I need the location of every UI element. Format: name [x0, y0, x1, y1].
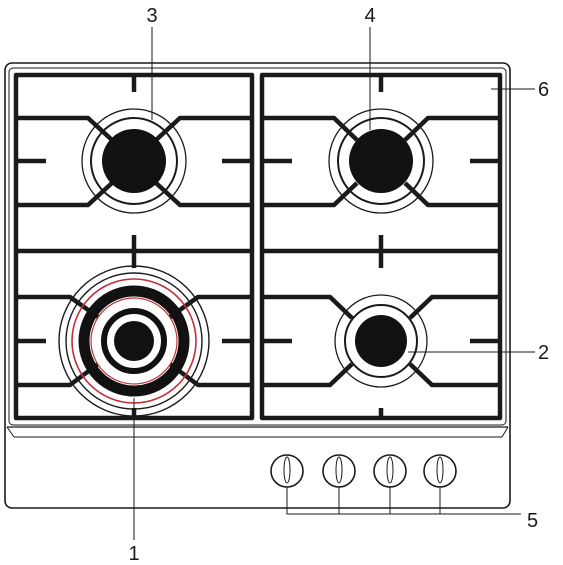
burner-1-inner-ring — [101, 308, 167, 374]
burner-2-mid-ring — [344, 304, 418, 378]
burner-4-outer-ring — [328, 108, 434, 214]
burner-2 — [334, 294, 428, 388]
control-knob-4[interactable] — [423, 454, 457, 488]
burner-4-cap — [349, 129, 413, 193]
pan-support-left — [13, 72, 255, 421]
burner-3-mid-ring — [90, 117, 178, 205]
left-grid-frame — [13, 72, 255, 421]
burner-2-cap — [355, 315, 407, 367]
control-panel-side-left — [6, 426, 15, 438]
left-grid-bar-3 — [16, 181, 114, 208]
right-grid-bar-2 — [403, 115, 500, 142]
callout-labels: 3 4 6 2 5 1 — [128, 5, 549, 565]
right-grid-frame — [259, 72, 503, 421]
hob-inner-frame — [8, 67, 507, 426]
control-knobs — [270, 454, 457, 488]
knob-4-grip — [436, 456, 444, 484]
burner-1-wok — [58, 265, 210, 417]
hob-outer-frame — [4, 62, 511, 509]
control-panel — [6, 426, 509, 438]
left-grid-bar-2 — [154, 115, 252, 142]
control-panel-side-right — [501, 426, 509, 438]
left-grid-bar-4 — [154, 181, 252, 208]
knob-3-grip — [386, 456, 394, 484]
right-grid-bar-4 — [403, 181, 500, 208]
knob-2-body — [322, 454, 356, 488]
burner-4 — [328, 108, 434, 214]
right-grid-bar-3 — [262, 181, 359, 208]
hob-body — [4, 62, 511, 509]
burner-3 — [81, 108, 187, 214]
callout-6: 6 — [538, 79, 549, 101]
burner-2-outer-ring — [334, 294, 428, 388]
right-grid-bar-7 — [408, 294, 500, 320]
control-knob-1[interactable] — [270, 454, 304, 488]
callout-2: 2 — [538, 342, 549, 364]
knob-1-grip — [283, 456, 291, 484]
callout-1: 1 — [128, 543, 139, 565]
right-grid-bar-8 — [262, 362, 354, 388]
burner-3-outer-ring — [81, 108, 187, 214]
burner-3-cap — [102, 129, 166, 193]
burner-4-mid-ring — [337, 117, 425, 205]
right-grid-bar-6 — [262, 294, 354, 320]
knob-4-body — [423, 454, 457, 488]
knob-2-grip — [335, 456, 343, 484]
knob-3-body — [373, 454, 407, 488]
knob-1-body — [270, 454, 304, 488]
callout-5: 5 — [527, 510, 538, 532]
leader-line-5 — [286, 487, 521, 515]
callout-3: 3 — [146, 5, 157, 27]
leader-lines — [133, 27, 535, 540]
control-knob-2[interactable] — [322, 454, 356, 488]
left-grid-bar-1 — [16, 115, 114, 142]
control-knob-3[interactable] — [373, 454, 407, 488]
burner-1-outer-crown — [78, 285, 190, 397]
right-grid-bar-1 — [262, 115, 359, 142]
burner-1-crown-inner-edge — [90, 297, 178, 385]
callout-4: 4 — [364, 5, 375, 27]
burner-1-cap — [114, 321, 154, 361]
right-grid-bar-9 — [408, 362, 500, 388]
